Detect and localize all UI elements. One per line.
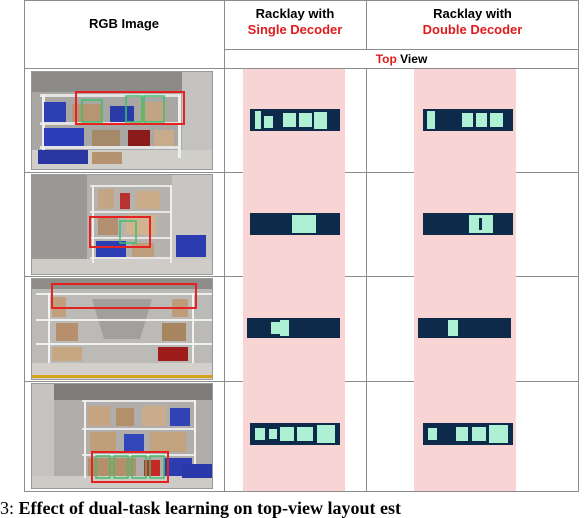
rgb-image-row-3 <box>31 278 213 380</box>
layout-box <box>462 113 473 127</box>
header-rgb-image: RGB Image <box>88 16 160 31</box>
layout-box <box>456 427 468 441</box>
layout-box <box>476 113 487 127</box>
column-divider <box>366 0 367 50</box>
header-bottom-line <box>24 68 579 69</box>
layout-box <box>299 113 312 127</box>
layout-box <box>280 427 294 441</box>
caption-title: Effect of dual-task learning on top-view… <box>18 498 401 518</box>
layout-box <box>271 322 280 334</box>
layout-box <box>269 429 277 439</box>
layout-single-row-2 <box>250 213 340 235</box>
layout-box <box>264 116 273 128</box>
header-double-line2: Double Decoder <box>422 22 523 37</box>
table-border-top <box>24 0 579 1</box>
column-divider <box>224 0 225 492</box>
layout-double-row-4 <box>423 423 513 445</box>
layout-single-row-4 <box>250 423 340 445</box>
layout-box <box>292 215 316 233</box>
header-double-line1: Racklay with <box>433 6 512 21</box>
header-double-decoder: Racklay with Double Decoder <box>366 6 579 38</box>
table-border-left <box>24 0 25 492</box>
rgb-image-row-2 <box>31 174 213 275</box>
layout-box <box>448 320 458 336</box>
header-divider <box>224 49 579 50</box>
layout-box <box>283 113 296 127</box>
layout-box <box>489 425 508 443</box>
layout-single-row-3 <box>247 318 340 338</box>
pink-band-single <box>243 69 345 491</box>
layout-box <box>280 320 289 336</box>
pink-band-double <box>414 69 516 491</box>
layout-box <box>255 111 261 129</box>
layout-double-row-1 <box>423 109 513 131</box>
header-single-line1: Racklay with <box>255 6 335 21</box>
layout-gap <box>479 218 482 230</box>
figure-caption: 3: Effect of dual-task learning on top-v… <box>0 498 584 518</box>
layout-box <box>314 112 327 129</box>
caption-prefix: 3: <box>0 498 19 518</box>
top-view-rest: View <box>396 52 428 66</box>
layout-box <box>427 111 435 129</box>
rgb-image-row-4 <box>31 383 213 489</box>
table-border-bottom <box>24 491 579 492</box>
column-divider <box>366 68 367 492</box>
comparison-table: RGB Image Racklay with Single Decoder Ra… <box>24 0 579 492</box>
layout-box <box>472 427 486 441</box>
layout-single-row-1 <box>250 109 340 131</box>
table-border-right <box>578 0 579 492</box>
top-view-word: Top <box>375 52 397 66</box>
header-single-decoder: Racklay with Single Decoder <box>224 6 366 38</box>
rgb-image-row-1 <box>31 71 213 170</box>
layout-box <box>490 113 503 127</box>
top-view-label: Top View <box>224 50 579 68</box>
layout-box <box>255 428 265 440</box>
layout-box <box>428 428 437 440</box>
layout-box <box>317 425 335 443</box>
header-single-line2: Single Decoder <box>247 22 343 37</box>
layout-double-row-3 <box>418 318 511 338</box>
layout-box <box>297 427 313 441</box>
layout-double-row-2 <box>423 213 513 235</box>
